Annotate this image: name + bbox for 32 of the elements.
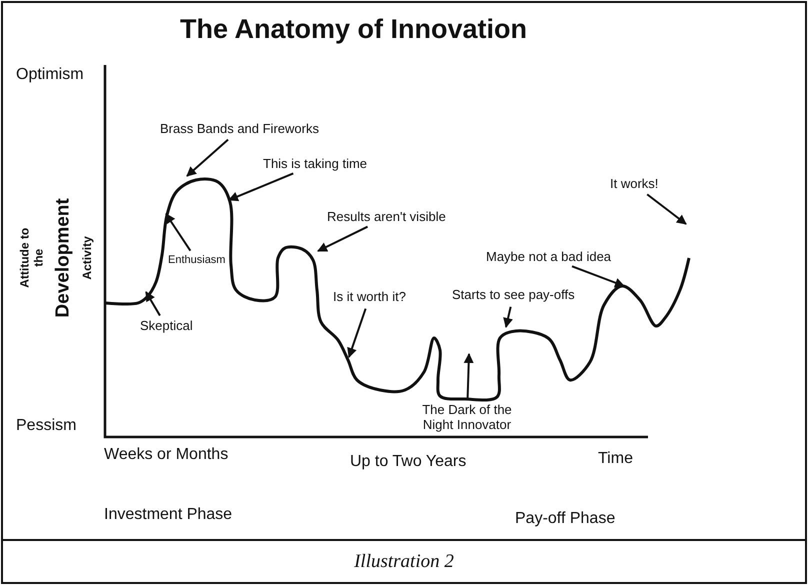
axis-label: Development	[53, 198, 75, 318]
axis-label: Up to Two Years	[350, 453, 466, 472]
phase-label: Pay-off Phase	[515, 510, 616, 528]
axis-label: Activity	[81, 236, 95, 280]
callout-text: Skeptical	[140, 319, 193, 334]
callout-text: Enthusiasm	[168, 254, 226, 267]
callout-text: Is it worth it?	[333, 290, 406, 305]
callout-text: Starts to see pay-offs	[452, 288, 575, 303]
axis-label: Weeks or Months	[104, 446, 228, 464]
axis-label: Pessism	[16, 417, 76, 436]
leader-arrow	[186, 138, 229, 177]
leader-arrow	[347, 308, 367, 358]
callout-text: This is taking time	[263, 157, 368, 172]
leader-arrow	[165, 213, 192, 252]
leader-arrow	[646, 194, 687, 225]
phase-label: Investment Phase	[104, 506, 232, 524]
caption: Illustration 2	[353, 551, 455, 573]
callout-text: The Dark of the Night Innovator	[407, 403, 527, 433]
callout-text: Maybe not a bad idea	[486, 250, 612, 265]
callout-text: Brass Bands and Fireworks	[160, 122, 319, 137]
axis-label: Time	[598, 450, 633, 468]
leader-arrow	[317, 226, 368, 252]
axis-label: Optimism	[16, 66, 84, 84]
axis-label: Attitude to the	[18, 227, 46, 290]
leader-arrow	[503, 306, 513, 328]
leader-arrow	[572, 265, 625, 288]
callout-text: It works!	[610, 177, 658, 192]
title: The Anatomy of Innovation	[180, 14, 527, 46]
leader-arrow	[228, 172, 294, 202]
leader-arrow	[145, 291, 161, 316]
callout-text: Results aren't visible	[327, 210, 446, 225]
leader-arrow	[464, 353, 474, 400]
